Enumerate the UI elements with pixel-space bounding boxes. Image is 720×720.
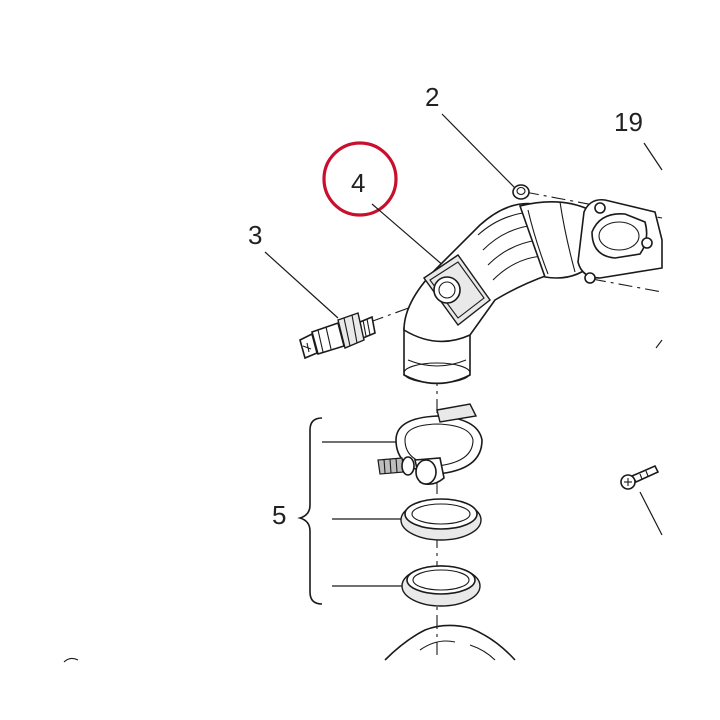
leader-line-19	[643, 142, 663, 171]
group-bracket-5	[297, 417, 323, 605]
leader-line-3	[264, 251, 339, 319]
axis-line-stud-bottom	[591, 278, 663, 293]
edge-fragment	[63, 657, 79, 663]
leader-line-4	[371, 203, 446, 268]
highlight-circle	[322, 141, 398, 217]
elbow-pipe-part-4[interactable]	[403, 201, 596, 385]
gasket-part-5c[interactable]	[401, 565, 481, 607]
leader-line-screw	[639, 491, 663, 536]
sensor-part-3[interactable]	[299, 312, 376, 360]
nut-part-2[interactable]	[512, 184, 530, 200]
callout-label-2[interactable]: 2	[425, 82, 439, 112]
clamp-part-5a[interactable]	[377, 403, 483, 486]
lower-part-partial	[384, 624, 516, 661]
callout-label-4[interactable]: 4	[351, 168, 365, 198]
callout-label-5[interactable]: 5	[272, 500, 286, 530]
ring-part-5b[interactable]	[400, 498, 482, 541]
flange-part-19[interactable]	[577, 198, 663, 284]
screw-part[interactable]	[620, 464, 660, 490]
leader-line-2	[441, 113, 516, 189]
callout-label-19[interactable]: 19	[614, 107, 643, 137]
callout-label-3[interactable]: 3	[248, 220, 262, 250]
edge-fragment-right	[655, 339, 663, 349]
